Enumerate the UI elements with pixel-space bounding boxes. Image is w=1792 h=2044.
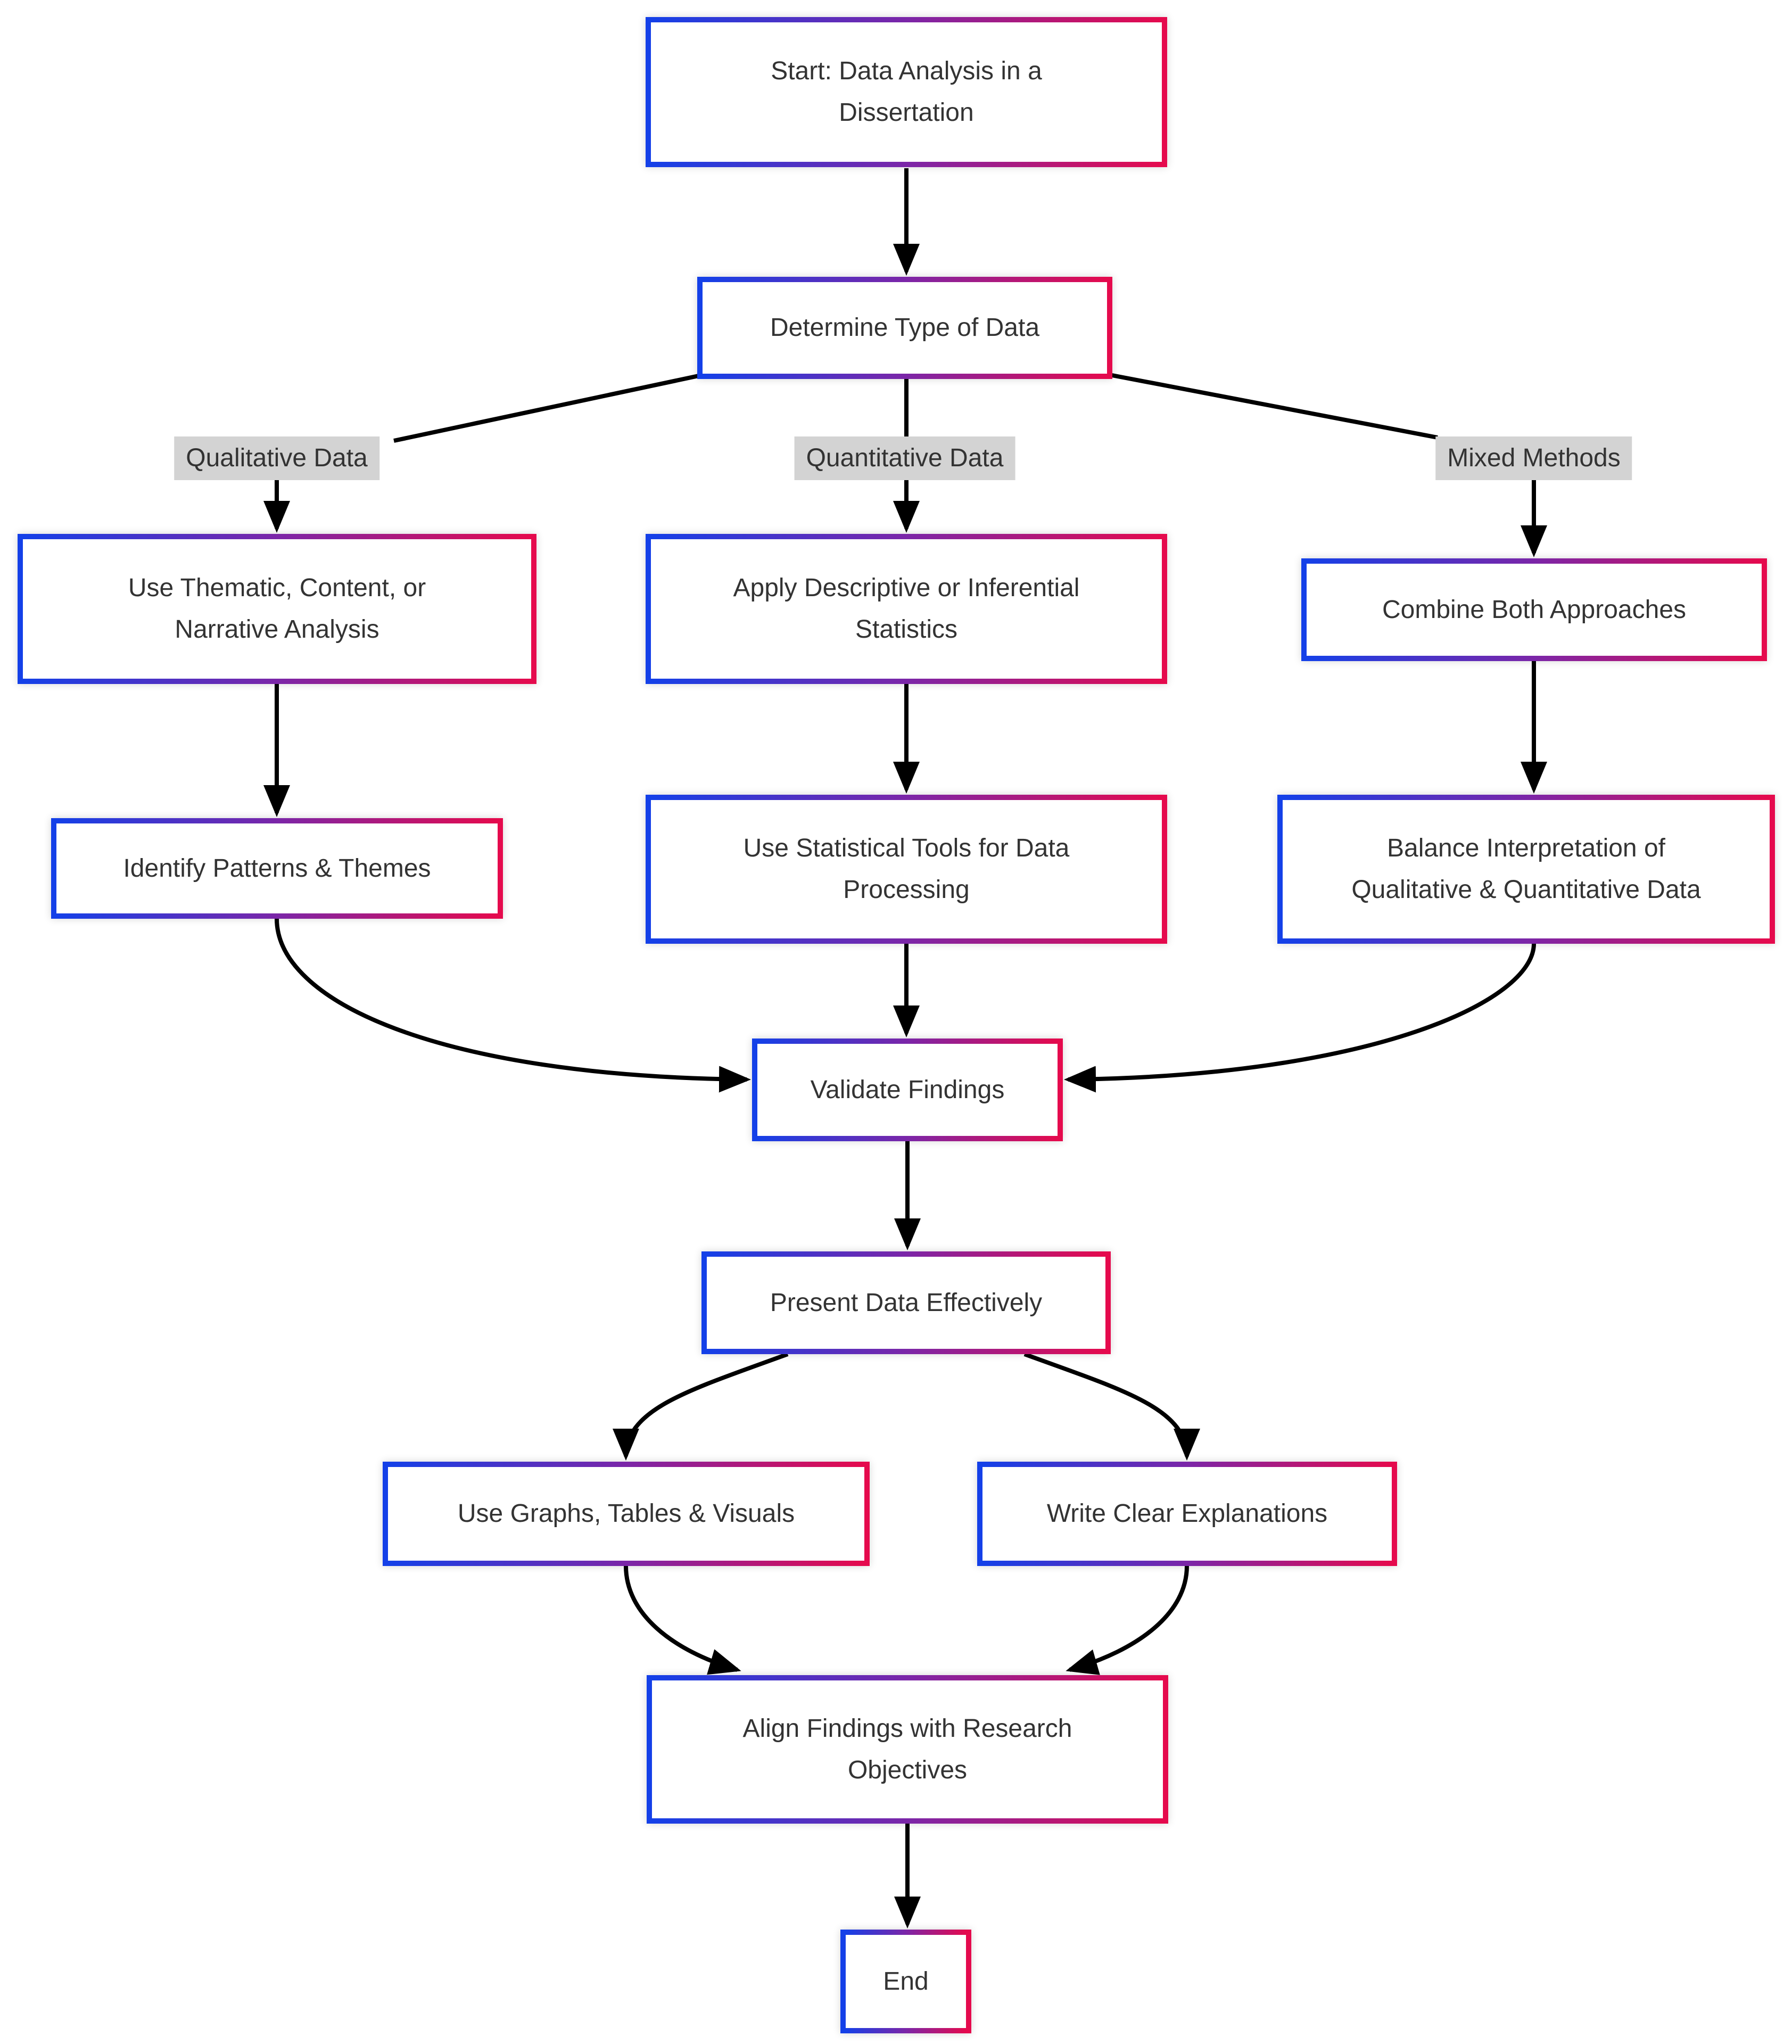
- node-validate-findings: Validate Findings: [752, 1039, 1063, 1141]
- node-end: End: [840, 1930, 971, 2033]
- node-present-data: Present Data Effectively: [701, 1251, 1111, 1354]
- node-use-thematic: Use Thematic, Content, or Narrative Anal…: [18, 534, 536, 684]
- edge-label-qualitative-data: Qualitative Data: [174, 436, 379, 480]
- node-align-findings-label: Align Findings with Research Objectives: [742, 1714, 1072, 1784]
- edge-graphs-align: [624, 1565, 741, 1675]
- node-write-explanations-label: Write Clear Explanations: [1046, 1499, 1328, 1528]
- node-apply-stats: Apply Descriptive or Inferential Statist…: [646, 534, 1167, 684]
- node-validate-findings-label: Validate Findings: [810, 1075, 1005, 1104]
- node-use-thematic-label: Use Thematic, Content, or Narrative Anal…: [128, 574, 426, 644]
- edge-label-mixed-methods: Mixed Methods: [1435, 436, 1632, 480]
- node-balance-interpretation-label: Balance Interpretation of Qualitative & …: [1351, 834, 1701, 904]
- edge-label-quantitative-data: Quantitative Data: [794, 436, 1015, 480]
- edge-determine-mixed-feeder: [1109, 373, 1438, 440]
- edge-explanations-align: [1066, 1565, 1189, 1675]
- node-present-data-label: Present Data Effectively: [770, 1288, 1043, 1317]
- node-start-label: Start: Data Analysis in a Dissertation: [771, 57, 1042, 127]
- edge-identify-validate: [275, 918, 751, 1093]
- node-balance-interpretation: Balance Interpretation of Qualitative & …: [1277, 795, 1775, 944]
- edge-determine-qualitative-feeder: [393, 373, 704, 443]
- node-apply-stats-label: Apply Descriptive or Inferential Statist…: [733, 574, 1080, 644]
- edge-balance-validate: [1064, 943, 1536, 1093]
- node-determine-type-label: Determine Type of Data: [770, 314, 1040, 342]
- node-write-explanations: Write Clear Explanations: [977, 1462, 1397, 1566]
- node-start: Start: Data Analysis in a Dissertation: [646, 17, 1167, 167]
- node-align-findings: Align Findings with Research Objectives: [647, 1675, 1168, 1824]
- node-stat-tools-label: Use Statistical Tools for Data Processin…: [743, 834, 1070, 904]
- edge-present-explanations: [1023, 1352, 1200, 1461]
- node-identify-patterns: Identify Patterns & Themes: [51, 818, 503, 919]
- node-use-graphs: Use Graphs, Tables & Visuals: [383, 1462, 870, 1566]
- node-end-label: End: [883, 1967, 929, 1996]
- node-determine-type: Determine Type of Data: [697, 277, 1112, 379]
- node-use-graphs-label: Use Graphs, Tables & Visuals: [457, 1499, 795, 1528]
- node-stat-tools: Use Statistical Tools for Data Processin…: [646, 795, 1167, 944]
- node-combine-approaches: Combine Both Approaches: [1301, 558, 1767, 661]
- node-combine-approaches-label: Combine Both Approaches: [1382, 595, 1687, 624]
- node-identify-patterns-label: Identify Patterns & Themes: [123, 854, 431, 883]
- edge-present-graphs: [613, 1352, 789, 1461]
